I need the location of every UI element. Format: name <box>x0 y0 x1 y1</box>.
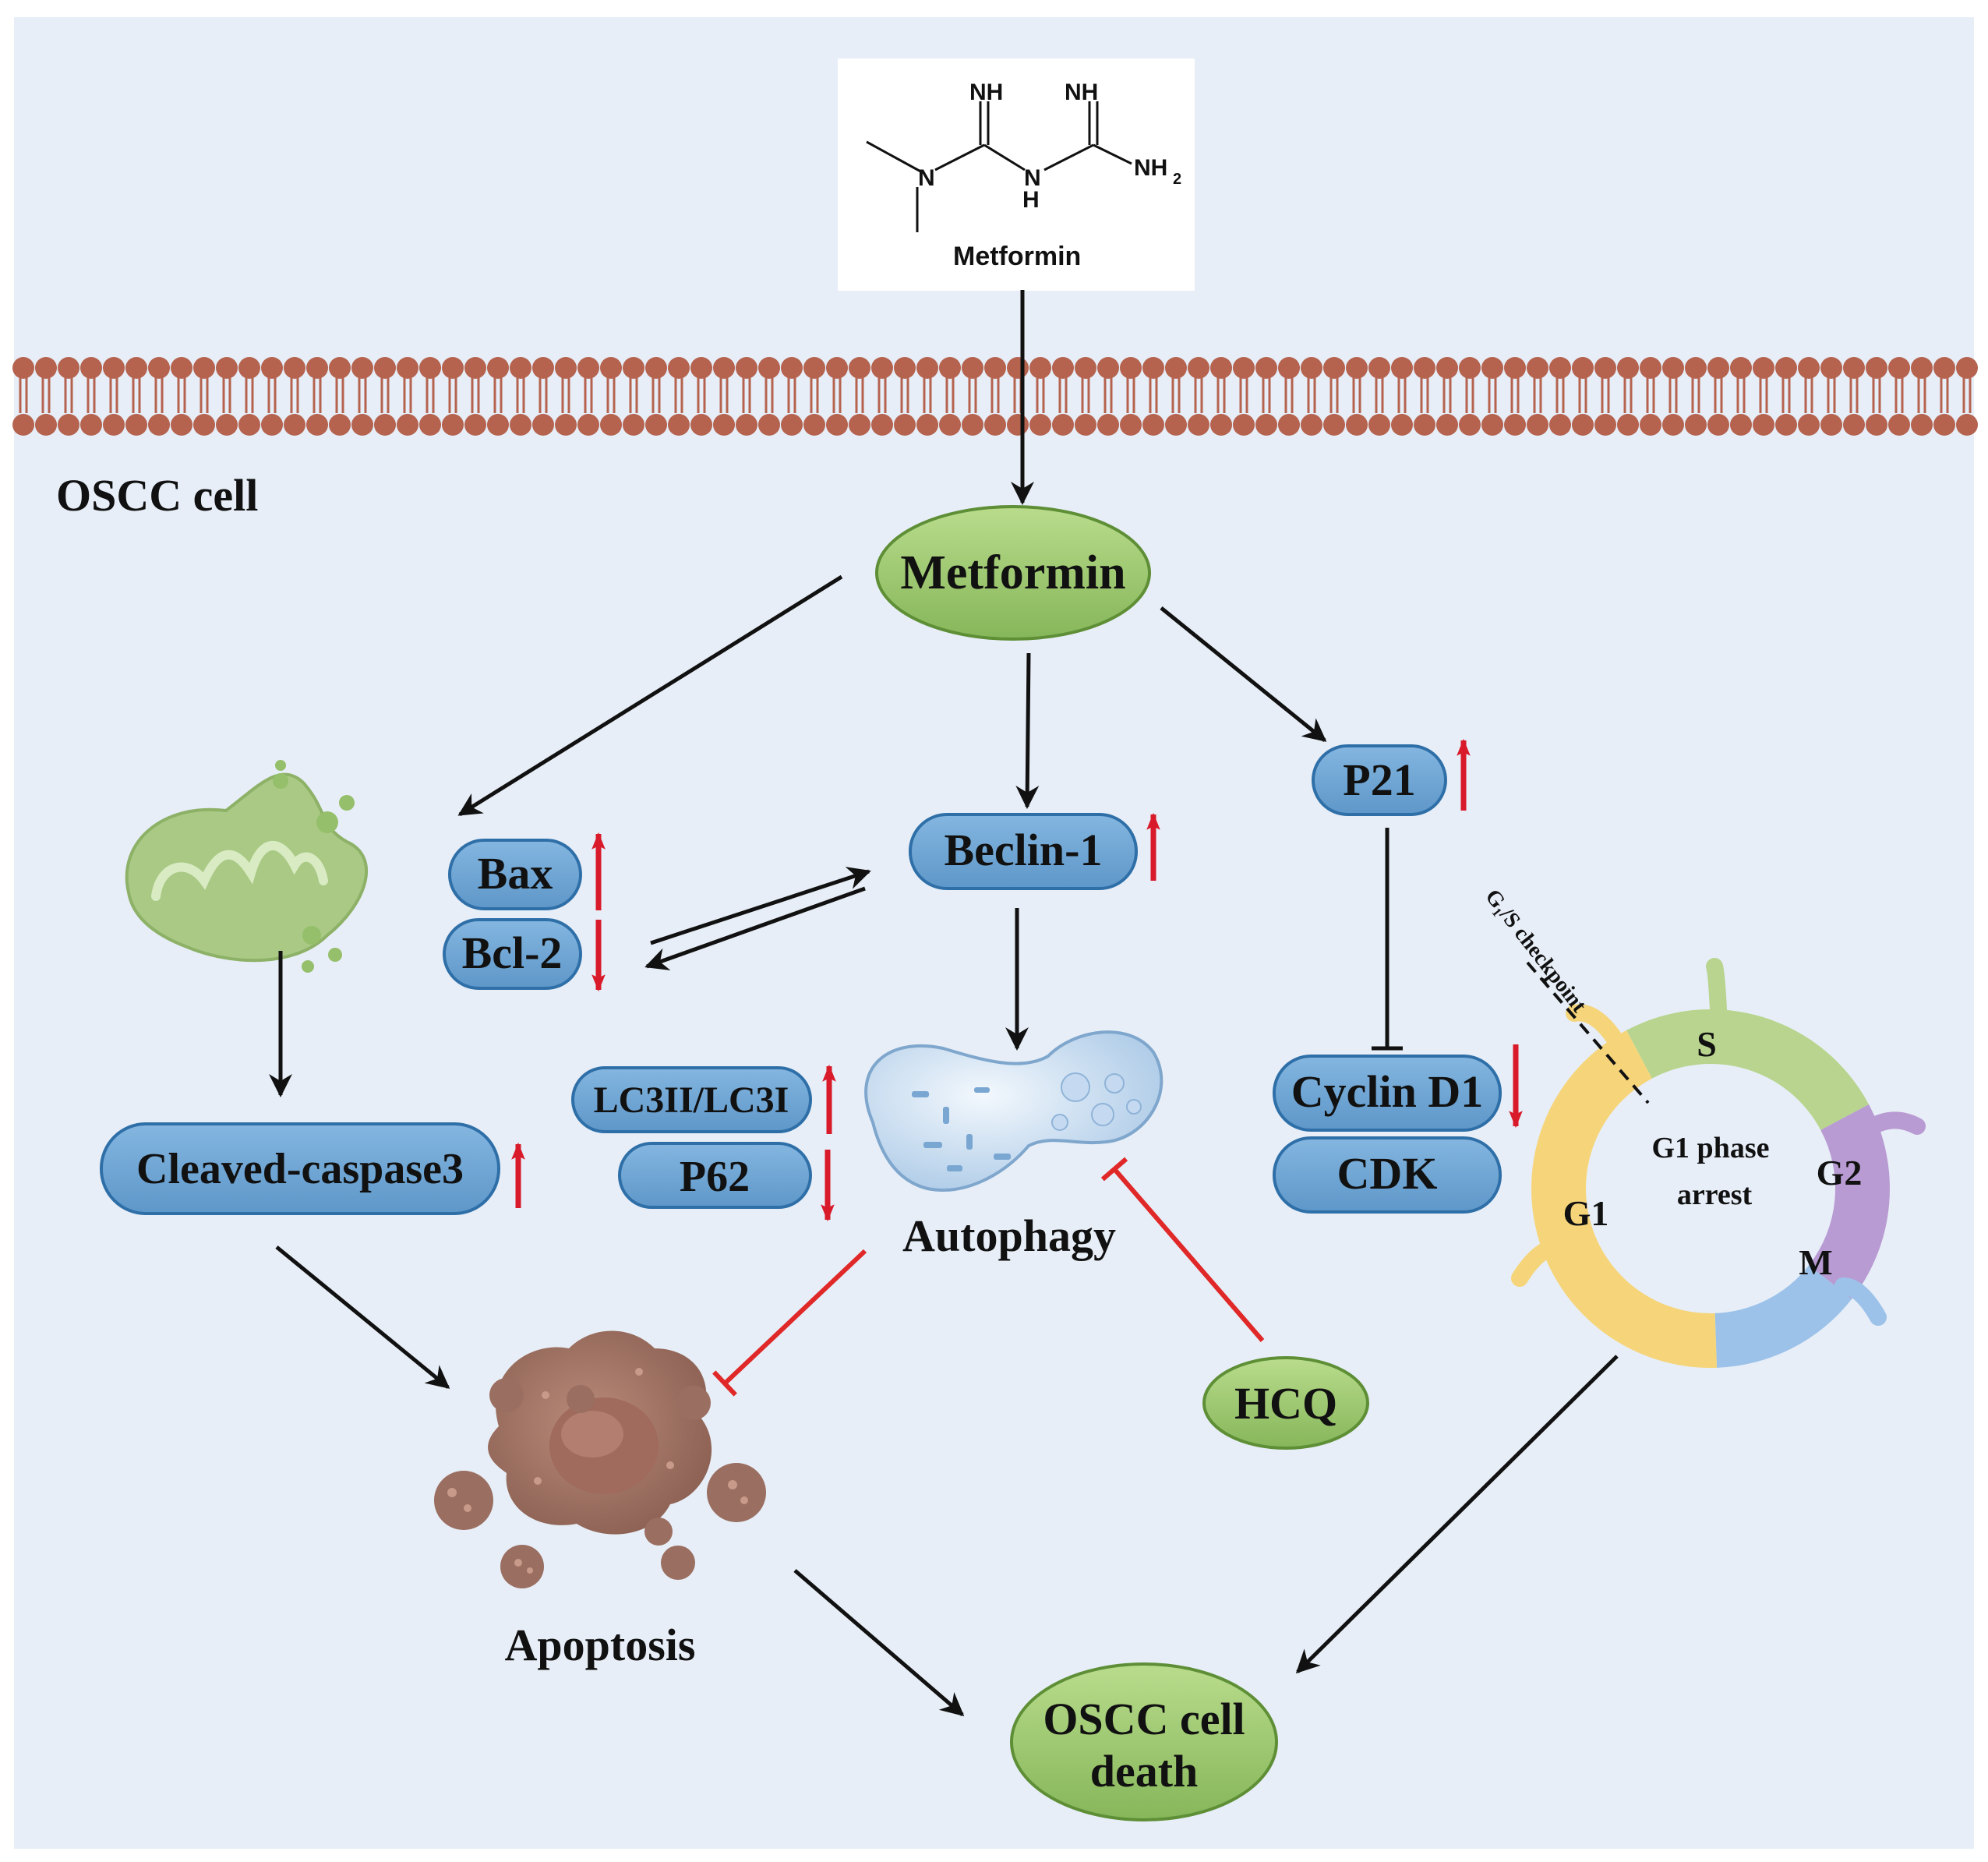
cyclin-d1-node-label: Cyclin D1 <box>1291 1066 1484 1117</box>
bax-node <box>448 839 582 910</box>
bcl2-node-label: Bcl-2 <box>462 927 563 978</box>
lc3-node <box>571 1066 812 1133</box>
cycle-g1-label: G1 <box>1563 1193 1609 1233</box>
atom-nh-left: NH <box>969 79 1003 105</box>
cycle-s-label: S <box>1697 1024 1717 1064</box>
autophagy-inhibits-apoptosis-line-bar <box>712 1370 737 1397</box>
oscc-cell-death-node <box>1010 1662 1278 1821</box>
cycle-m-label: M <box>1799 1242 1832 1282</box>
cell-label: OSCC cell <box>56 470 258 521</box>
cycle-tail <box>1566 1004 1622 1045</box>
metformin-to-mitochondria-arrow <box>457 574 843 817</box>
cleaved-caspase3-node <box>100 1122 500 1215</box>
s-phase-segment <box>1626 1009 1870 1130</box>
caspase-to-apoptosis-arrow <box>275 1245 450 1389</box>
cdk-node <box>1273 1136 1502 1214</box>
cycle-tail <box>1858 1111 1926 1139</box>
beclin1-node-label: Beclin-1 <box>945 825 1103 875</box>
metformin-structure: NH NH N N H NH 2 Metformin <box>838 58 1195 291</box>
bcl2-node <box>443 918 582 990</box>
beclin1-to-bcl2-arrow <box>644 886 866 971</box>
cleaved-caspase3-node-label: Cleaved-caspase3 <box>136 1145 464 1193</box>
beclin1-node <box>909 813 1138 890</box>
p21-node <box>1312 744 1447 816</box>
atom-nh-right: NH <box>1065 79 1098 105</box>
atom-h: H <box>1022 187 1040 213</box>
autophagy-label: Autophagy <box>902 1210 1116 1261</box>
cyclin-d1-node <box>1273 1055 1502 1132</box>
metformin-to-beclin1-arrow <box>1015 652 1040 809</box>
hcq-node <box>1202 1356 1369 1450</box>
mitochondrion-icon <box>125 760 368 973</box>
metformin-node-label: Metformin <box>900 546 1125 599</box>
metformin-to-p21-arrow <box>1160 606 1327 742</box>
atom-n: N <box>918 165 935 191</box>
hcq-node-label: HCQ <box>1234 1378 1337 1429</box>
cycle-tail <box>1706 958 1727 1018</box>
regulation-arrows <box>511 738 1523 1222</box>
cycle-tail <box>1834 1277 1887 1326</box>
p62-node <box>618 1142 812 1209</box>
bax-node-label: Bax <box>478 848 553 899</box>
checkpoint-marker <box>1526 961 1650 1104</box>
cycle-g2-label: G2 <box>1817 1153 1863 1192</box>
g2-phase-segment <box>1809 1104 1890 1299</box>
hcq-inhibits-autophagy-line <box>1112 1168 1265 1342</box>
cell-membrane <box>12 357 1978 436</box>
cell-cycle-to-death-arrow <box>1295 1355 1619 1674</box>
apoptosis-to-death-arrow <box>793 1569 965 1716</box>
m-phase-segment <box>1714 1265 1852 1368</box>
atom-nh2-subscript: 2 <box>1173 171 1181 188</box>
hcq-inhibits-autophagy-line-bar <box>1100 1157 1128 1182</box>
atom-n-h: N <box>1024 165 1041 191</box>
atom-nh2: NH <box>1134 155 1167 181</box>
cell-background <box>14 17 1974 1849</box>
p62-node-label: P62 <box>680 1153 750 1201</box>
oscc-cell-death-line2: death <box>1090 1746 1199 1797</box>
cycle-center_line2-label: arrest <box>1677 1178 1753 1211</box>
apoptosis-label: Apoptosis <box>505 1620 696 1670</box>
autophagosome-icon <box>864 1030 1163 1192</box>
oscc-cell-death-line1: OSCC cell <box>1043 1694 1245 1744</box>
pathway-nodes: Metformin Bax Bcl-2 Beclin-1 P21 Cleaved… <box>100 505 1502 1821</box>
pathway-edges <box>269 290 1619 1716</box>
autophagy-inhibits-apoptosis-line <box>722 1249 867 1386</box>
bcl2-to-beclin1-arrow <box>650 867 871 945</box>
structure-label: Metformin <box>953 242 1081 271</box>
apoptotic-cell-icon <box>434 1330 766 1588</box>
g1-phase-segment <box>1531 1030 1718 1368</box>
cycle-tail <box>1511 1238 1567 1287</box>
p21-node-label: P21 <box>1343 754 1415 805</box>
cdk-node-label: CDK <box>1337 1148 1438 1199</box>
lc3-node-label: LC3II/LC3I <box>594 1079 789 1121</box>
cycle-center_line1-label: G1 phase <box>1652 1132 1770 1164</box>
metformin-node <box>875 505 1151 641</box>
